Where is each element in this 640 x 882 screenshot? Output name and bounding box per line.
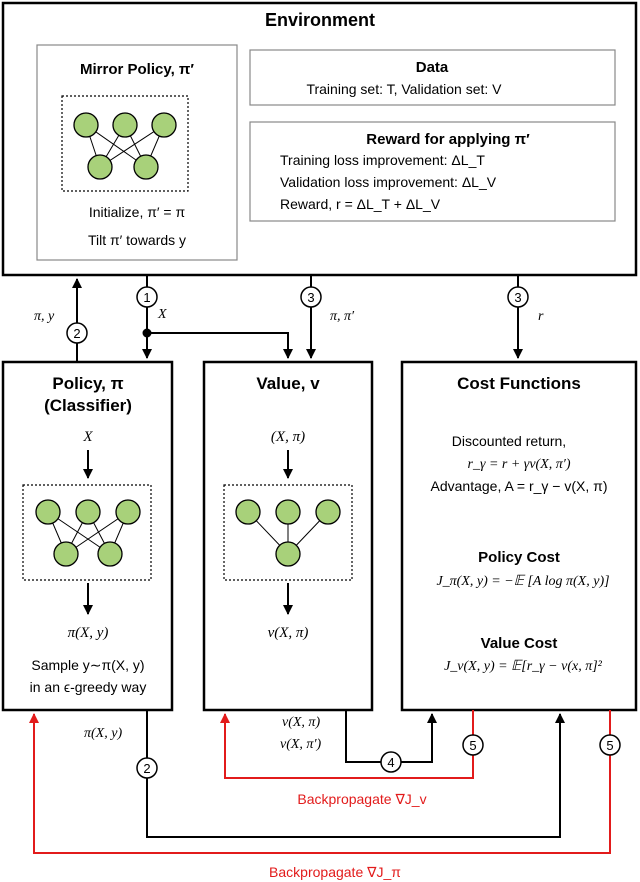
value-cost-title: Value Cost — [481, 635, 558, 652]
policy-cost-title: Policy Cost — [478, 549, 560, 566]
value-output-label: v(X, π) — [268, 625, 309, 641]
x-label: X — [157, 307, 167, 322]
cost-box — [400, 360, 638, 712]
reward-box — [249, 121, 616, 222]
step-badge — [462, 734, 484, 756]
step-number: 4 — [387, 755, 394, 770]
backprop-v-label: Backpropagate ∇J_v — [297, 791, 426, 807]
mirror-initialize-text: Initialize, π′ = π — [89, 204, 186, 220]
reward-line: Training loss improvement: ΔL_T — [280, 152, 485, 168]
advantage-equation: Advantage, A = r_γ − v(X, π) — [431, 478, 608, 494]
discounted-label: Discounted return, — [452, 433, 566, 449]
mirror-policy-box — [36, 44, 238, 261]
mirror-tilt-text: Tilt π′ towards y — [88, 232, 186, 248]
step-number: 2 — [73, 326, 80, 341]
policy-out-label: π(X, y) — [84, 726, 122, 741]
neuron-node — [235, 499, 261, 525]
data-title: Data — [416, 59, 449, 76]
policy-box — [1, 360, 174, 712]
backprop-value-arrow — [220, 710, 474, 779]
step-number: 3 — [307, 290, 314, 305]
neuron-node — [53, 541, 79, 567]
value-network-nodes — [235, 499, 341, 567]
value-out-label: v(X, π) — [282, 715, 320, 730]
environment-title: Environment — [265, 10, 375, 30]
reward-title: Reward for applying π′ — [366, 131, 530, 148]
mirror-network-nodes — [73, 112, 177, 180]
step-badge — [300, 286, 322, 308]
neuron-node — [112, 112, 138, 138]
neuron-node — [115, 499, 141, 525]
backprop-policy-arrow — [29, 710, 611, 854]
policy-network-frame — [22, 484, 152, 581]
step-number: 3 — [514, 290, 521, 305]
policy-subtitle: (Classifier) — [44, 396, 132, 415]
policy-input-label: X — [82, 429, 93, 445]
pi-pi-prime-label: π, π′ — [330, 309, 355, 324]
step-number: 2 — [143, 761, 150, 776]
step-number: 5 — [469, 738, 476, 753]
value-network-frame — [223, 484, 353, 581]
neuron-node — [275, 541, 301, 567]
data-line: Training set: T, Validation set: V — [306, 81, 502, 97]
policy-title: Policy, π — [52, 374, 123, 393]
step-badge — [599, 734, 621, 756]
step-circles: 1 2 3 3 2 4 5 5 — [66, 286, 621, 779]
policy-sample-line: Sample y∼π(X, y) — [31, 657, 144, 673]
neuron-node — [151, 112, 177, 138]
step-number: 5 — [606, 738, 613, 753]
policy-sample-line: in an ϵ-greedy way — [30, 679, 147, 695]
reward-line: Reward, r = ΔL_T + ΔL_V — [280, 196, 441, 212]
discounted-equation: r_γ = r + γv(X, π′) — [468, 457, 571, 472]
neuron-node — [97, 541, 123, 567]
value-cost-equation: J_v(X, y) = 𝔼[r_γ − v(x, π]² — [444, 659, 603, 674]
policy-cost-equation: J_π(X, y) = −𝔼 [A log π(X, y)] — [436, 574, 609, 589]
junction-dot — [142, 328, 152, 338]
step-badge — [136, 286, 158, 308]
value-title: Value, v — [256, 374, 320, 393]
policy-output-to-cost-line — [146, 710, 565, 838]
neuron-node — [87, 154, 113, 180]
step-badge — [66, 322, 88, 344]
neuron-node — [75, 499, 101, 525]
value-out-label: v(X, π′) — [280, 737, 322, 752]
neuron-node — [275, 499, 301, 525]
mirror-policy-title: Mirror Policy, π′ — [80, 61, 194, 78]
reward-line: Validation loss improvement: ΔL_V — [280, 174, 497, 190]
backprop-pi-label: Backpropagate ∇J_π — [269, 864, 401, 880]
cost-title: Cost Functions — [457, 374, 581, 393]
mirror-network-frame — [61, 95, 189, 192]
step-badge — [136, 757, 158, 779]
neuron-node — [35, 499, 61, 525]
step-badge — [507, 286, 529, 308]
value-input-label: (X, π) — [271, 429, 305, 445]
policy-network-nodes — [35, 499, 141, 567]
data-box — [249, 49, 616, 106]
x-branch-line — [147, 332, 293, 359]
policy-output-label: π(X, y) — [68, 625, 109, 641]
step-badge — [380, 751, 402, 773]
step-number: 1 — [143, 290, 150, 305]
neuron-node — [315, 499, 341, 525]
pi-y-label: π, y — [34, 309, 55, 324]
r-label: r — [538, 309, 544, 324]
neuron-node — [133, 154, 159, 180]
neuron-node — [73, 112, 99, 138]
